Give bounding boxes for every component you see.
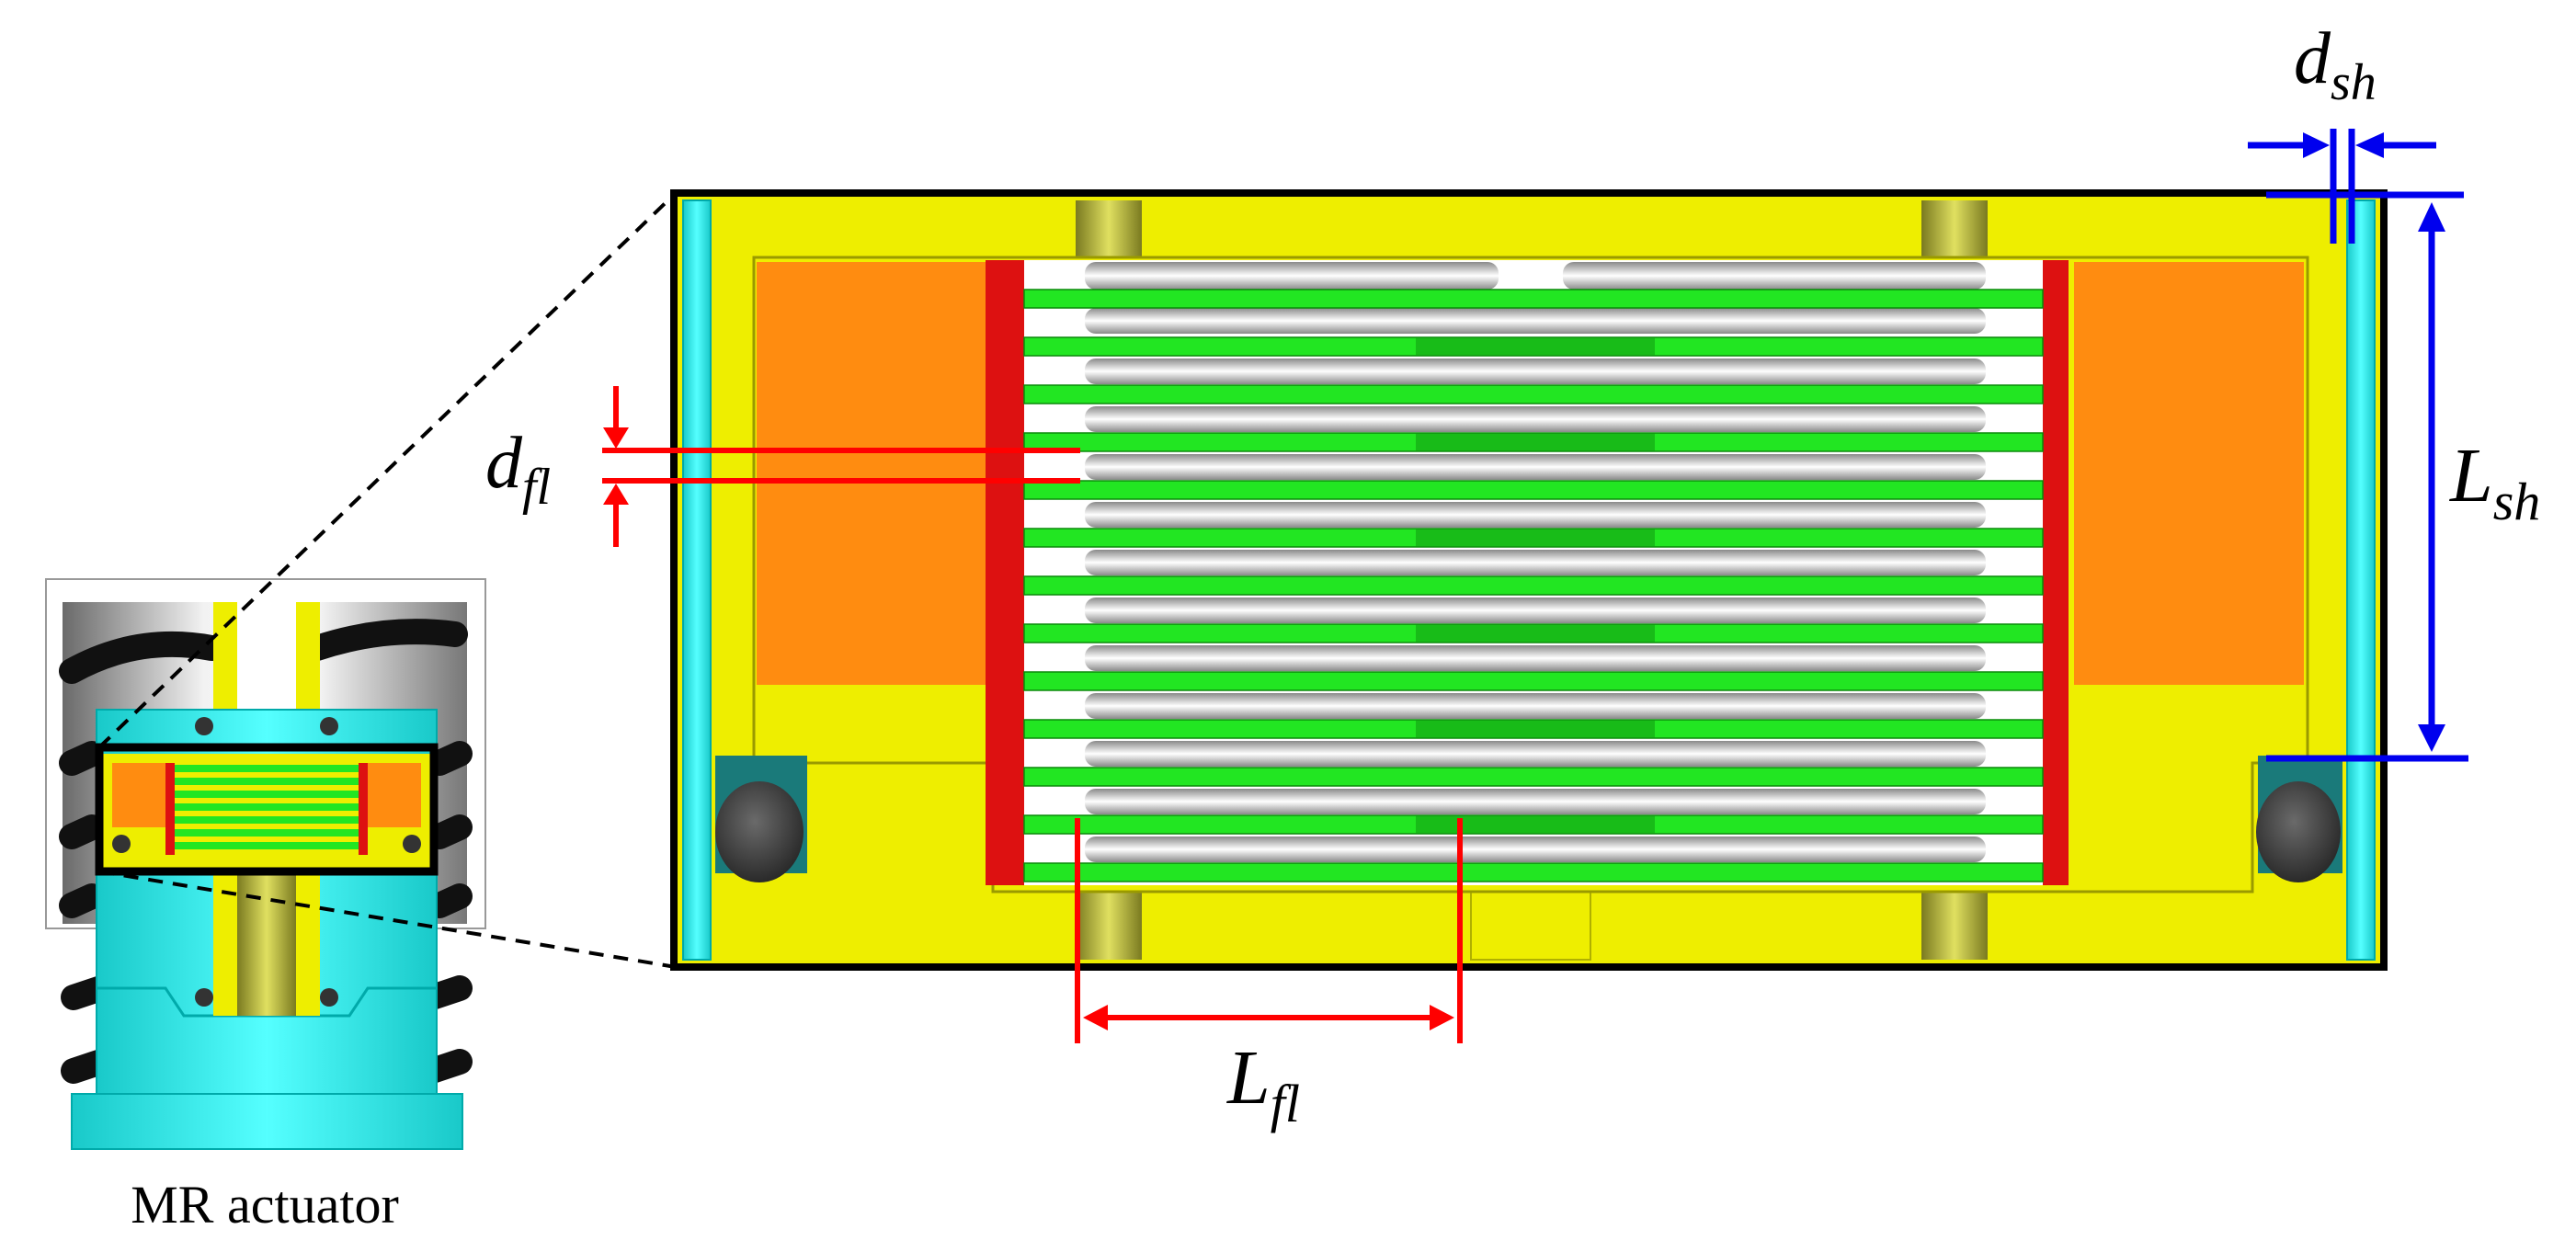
enlarged-cross-section — [670, 189, 2388, 971]
caption: MR actuator — [131, 1175, 399, 1235]
dimension-d-sh: dsh — [2248, 18, 2436, 244]
seal-right — [2256, 756, 2342, 882]
zoom-lines — [97, 191, 678, 969]
label-d-sh: dsh — [2294, 18, 2377, 111]
dimension-l-sh: Lsh — [2266, 191, 2540, 762]
core-left — [986, 260, 1024, 885]
coil-right — [2074, 262, 2304, 685]
label-l-sh: Lsh — [2449, 433, 2540, 531]
disc-hubs — [1416, 337, 1655, 834]
label-d-fl: dfl — [485, 423, 551, 516]
dimension-d-fl: dfl — [485, 386, 1080, 547]
disc-slots — [1499, 260, 1563, 885]
seal-left — [715, 756, 807, 882]
mr-actuator-overview — [45, 578, 486, 1150]
label-l-fl: Lfl — [1226, 1035, 1300, 1133]
dimension-l-fl: Lfl — [1075, 818, 1463, 1133]
core-right — [2043, 260, 2069, 885]
mini-discs — [175, 765, 359, 849]
coil-left — [757, 262, 988, 685]
